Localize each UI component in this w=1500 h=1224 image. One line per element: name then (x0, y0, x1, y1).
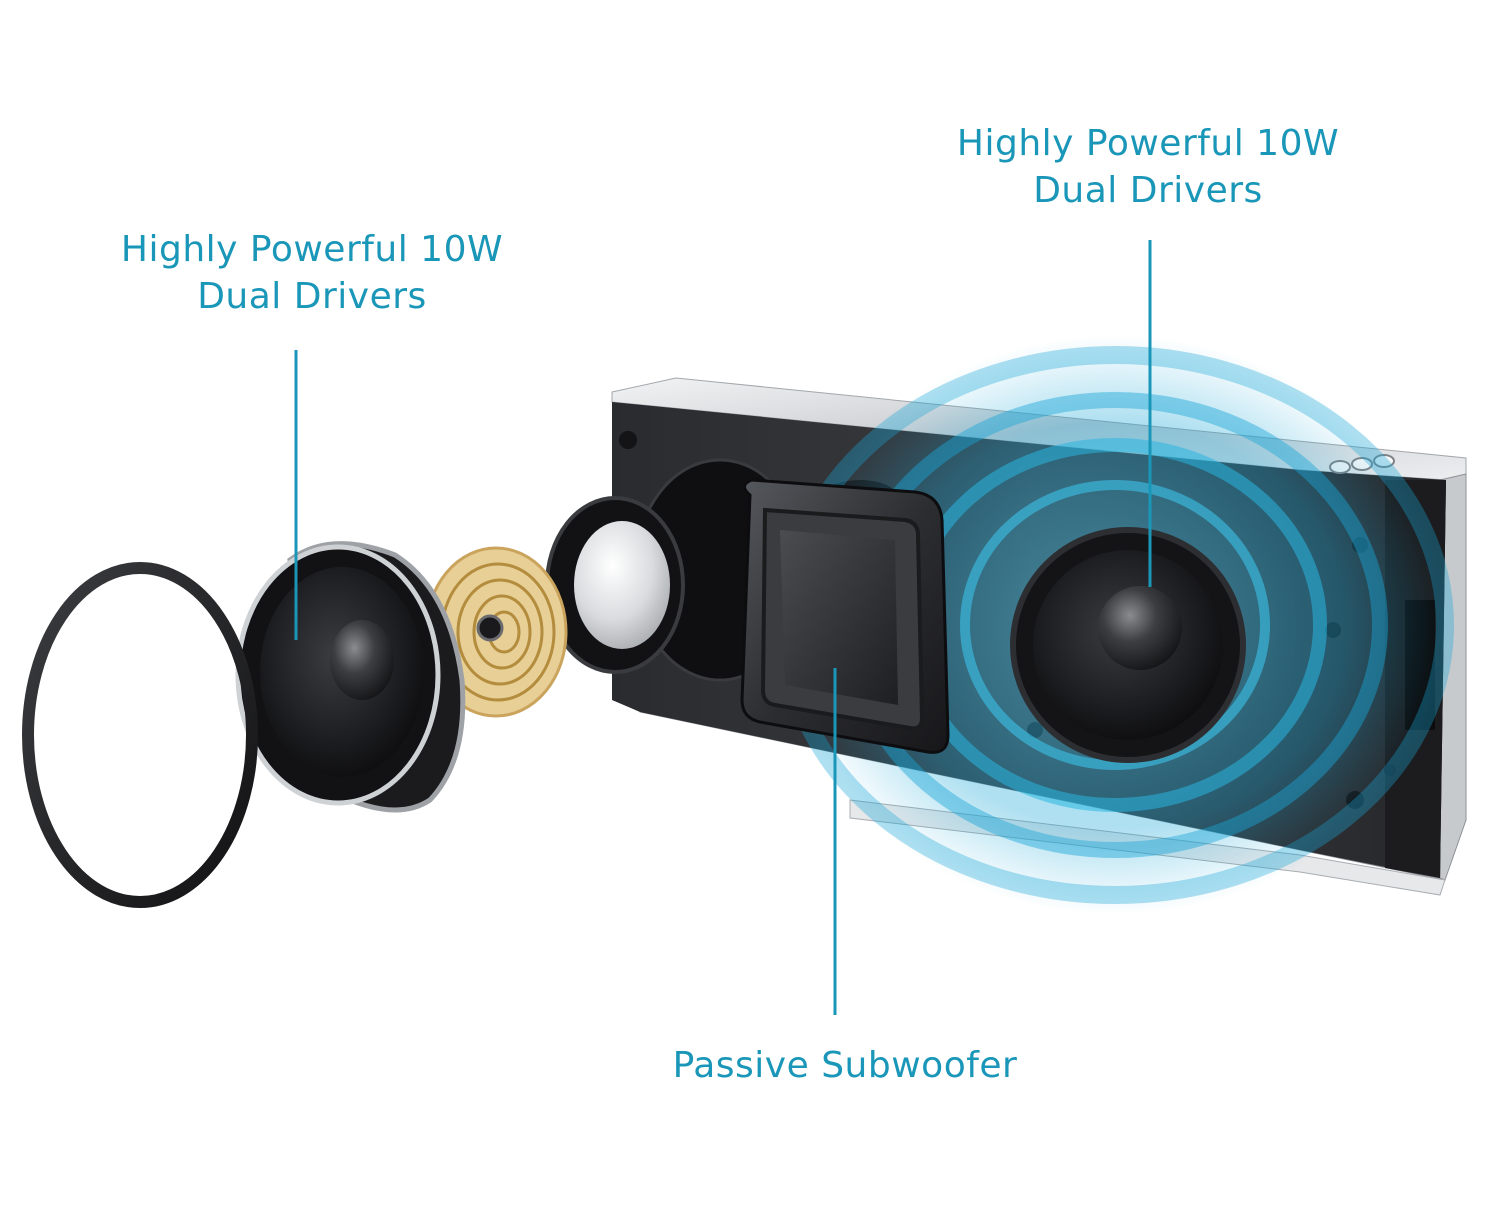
passive-subwoofer-face (780, 530, 898, 705)
callout-line-2: Dual Drivers (197, 276, 427, 317)
right-driver-dome (1098, 586, 1182, 670)
callout-line-2: Dual Drivers (1033, 170, 1263, 211)
left-driver (235, 541, 466, 813)
screw-hole (619, 431, 637, 449)
callout-line-1: Highly Powerful 10W (956, 123, 1340, 164)
callout-lines (294, 240, 1152, 1015)
callout-line-1: Highly Powerful 10W (120, 229, 504, 270)
right-driver (1010, 527, 1246, 763)
right-driver-callout: Highly Powerful 10W Dual Drivers (948, 120, 1348, 214)
passive-subwoofer-callout: Passive Subwoofer (640, 1042, 1050, 1089)
passive-subwoofer (740, 478, 950, 754)
tweeter-face (574, 521, 670, 649)
ring-gasket-outer (22, 562, 258, 908)
tweeter (545, 496, 685, 674)
left-driver-dome (330, 620, 394, 700)
wave-ring (960, 480, 1270, 770)
left-driver-callout: Highly Powerful 10W Dual Drivers (112, 226, 512, 320)
coil-ring (456, 578, 544, 686)
ring-gasket (22, 562, 258, 908)
coil-ring (472, 594, 532, 670)
callout-line-1: Passive Subwoofer (672, 1045, 1018, 1086)
coil-center (476, 614, 504, 642)
